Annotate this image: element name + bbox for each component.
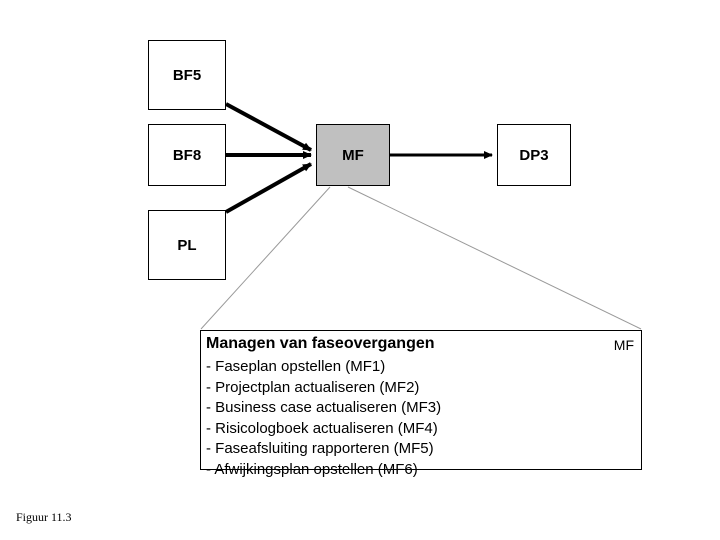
detail-item-list: - Faseplan opstellen (MF1) - Projectplan…	[206, 357, 441, 480]
node-dp3-label: DP3	[519, 146, 549, 164]
node-bf8-label: BF8	[172, 146, 202, 164]
list-item: - Business case actualiseren (MF3)	[206, 399, 442, 416]
connector-bf5-to-mf	[225, 102, 312, 152]
detail-tag: MF	[613, 337, 634, 353]
figure-caption: Figuur 11.3	[16, 510, 72, 524]
connector-pl-to-mf	[225, 162, 312, 214]
node-bf8[interactable]: BF8	[148, 124, 226, 186]
node-dp3[interactable]: DP3	[497, 124, 571, 186]
detail-title: Managen van faseovergangen	[206, 335, 435, 352]
list-item: - Risicologboek actualiseren (MF4)	[206, 419, 438, 437]
list-item: - Faseafsluiting rapporteren (MF5)	[206, 440, 434, 457]
connector-mf-to-detail-right	[347, 186, 642, 330]
node-bf5-label: BF5	[172, 66, 202, 84]
node-bf5[interactable]: BF5	[148, 40, 226, 110]
node-pl[interactable]: PL	[148, 210, 226, 280]
node-pl-label: PL	[177, 236, 197, 254]
list-item: - Faseplan opstellen (MF1)	[206, 358, 386, 375]
list-item: - Afwijkingsplan opstellen (MF6)	[206, 460, 418, 478]
list-item: - Projectplan actualiseren (MF2)	[206, 378, 420, 396]
node-mf[interactable]: MF	[316, 124, 390, 186]
node-mf-label: MF	[342, 146, 364, 164]
detail-box: Managen van faseovergangen MF - Faseplan…	[200, 330, 642, 478]
